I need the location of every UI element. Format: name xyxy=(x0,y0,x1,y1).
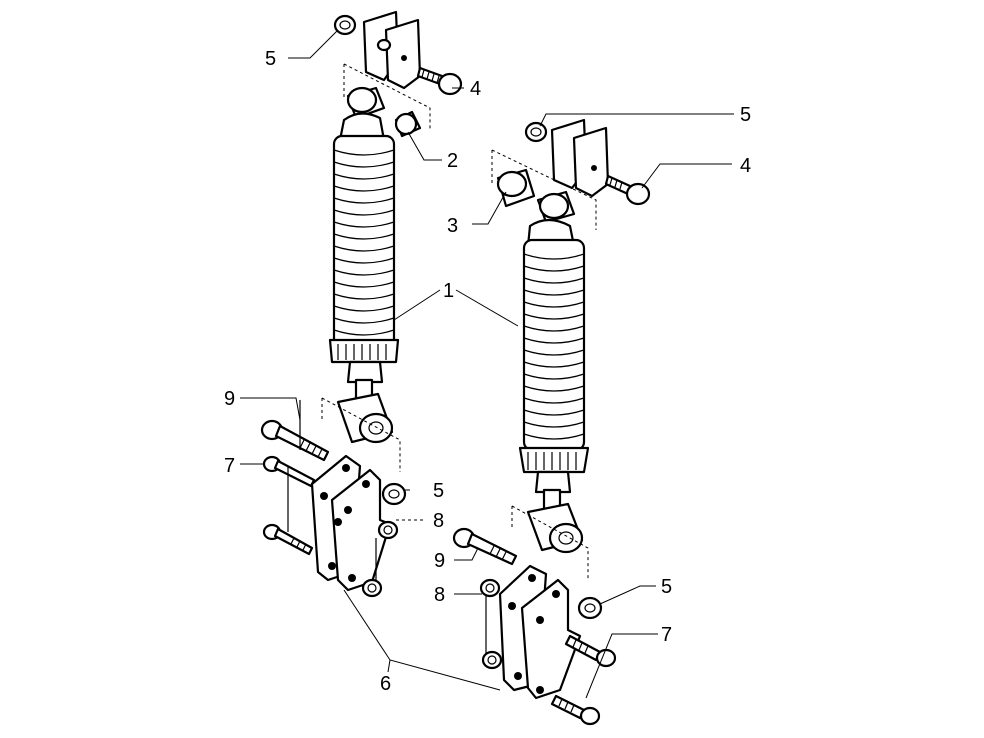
callout-8-left: 8 xyxy=(433,510,444,532)
callout-4-top-right: 4 xyxy=(740,155,751,177)
left-nut-5 xyxy=(381,482,407,506)
right-nut-5 xyxy=(577,596,603,620)
right-shock-spring xyxy=(518,238,590,474)
callout-labels: 5 4 2 3 1 5 4 9 7 5 8 9 8 5 7 6 xyxy=(224,48,751,695)
right-shock-assembly xyxy=(452,118,651,726)
left-nut-8 xyxy=(377,520,399,540)
callout-3: 3 xyxy=(447,215,458,237)
left-bushing-2 xyxy=(394,110,422,138)
left-nut-bottom xyxy=(361,578,383,598)
left-top-bolt xyxy=(416,66,463,96)
left-bolt-7-upper xyxy=(262,455,316,488)
right-bolt-7-lower xyxy=(550,694,601,726)
leader-lines xyxy=(240,29,734,699)
callout-5-middle-left: 5 xyxy=(433,480,444,502)
left-top-bracket xyxy=(362,10,422,90)
right-bushing-upper xyxy=(536,190,576,224)
callout-1: 1 xyxy=(443,280,454,302)
right-bolt-9 xyxy=(452,527,518,566)
right-top-bolt xyxy=(604,174,651,206)
right-nut-8-upper xyxy=(479,578,501,598)
left-shock-lower-eye xyxy=(336,360,394,444)
right-top-bracket xyxy=(550,118,610,198)
callout-6: 6 xyxy=(380,673,391,695)
callout-2: 2 xyxy=(447,150,458,172)
right-top-nut xyxy=(524,121,548,143)
left-link-plates xyxy=(310,454,392,592)
callout-7-left: 7 xyxy=(224,455,235,477)
left-bolt-9 xyxy=(260,419,330,462)
left-shock-assembly xyxy=(260,10,463,598)
callout-7-right: 7 xyxy=(661,624,672,646)
right-nut-8-lower xyxy=(481,650,503,670)
left-shock-spring xyxy=(328,134,400,364)
right-shock-lower-eye xyxy=(526,470,584,554)
right-bushing-3 xyxy=(496,168,536,208)
callout-5-top-right: 5 xyxy=(740,104,751,126)
right-link-plates xyxy=(498,564,582,700)
callout-9-left: 9 xyxy=(224,388,235,410)
callout-4-top-left: 4 xyxy=(470,78,481,100)
callout-5-top-left: 5 xyxy=(265,48,276,70)
left-bushing-upper xyxy=(346,86,386,120)
left-top-nut xyxy=(333,14,357,36)
callout-5-bottom-right: 5 xyxy=(661,576,672,598)
callout-8-right: 8 xyxy=(434,584,445,606)
left-bolt-7-lower xyxy=(262,523,314,556)
callout-9-right: 9 xyxy=(434,550,445,572)
